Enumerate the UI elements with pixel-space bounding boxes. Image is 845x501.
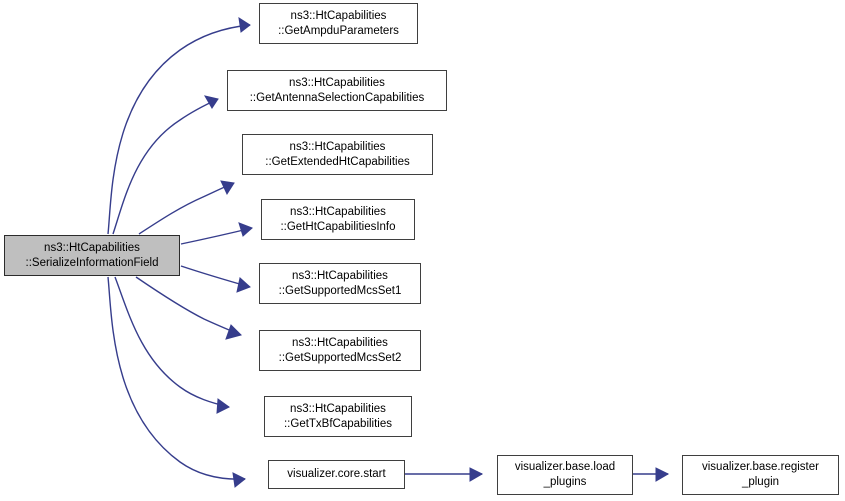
graph-node-corestart[interactable]: visualizer.core.start <box>268 460 405 489</box>
node-label-line2: ::GetSupportedMcsSet1 <box>278 284 402 297</box>
node-label-line2: ::GetHtCapabilitiesInfo <box>280 220 396 233</box>
node-label-line1: ns3::HtCapabilities <box>292 336 388 349</box>
graph-node-loadplugins[interactable]: visualizer.base.load _plugins <box>497 455 633 495</box>
arrowhead-icon <box>232 472 246 488</box>
graph-node-mcs2[interactable]: ns3::HtCapabilities::GetSupportedMcsSet2 <box>259 330 421 371</box>
graph-node-registerplugin[interactable]: visualizer.base.register _plugin <box>682 455 839 495</box>
node-label-line2: ::GetTxBfCapabilities <box>283 417 392 430</box>
node-label-line1: visualizer.core.start <box>287 468 386 480</box>
node-label-line2: _plugin <box>741 476 780 488</box>
arrowhead-icon <box>236 277 251 293</box>
node-label-line1: ns3::HtCapabilities <box>44 241 140 254</box>
graph-node-extended[interactable]: ns3::HtCapabilities::GetExtendedHtCapabi… <box>242 134 433 175</box>
graph-node-mcs1[interactable]: ns3::HtCapabilities::GetSupportedMcsSet1 <box>259 263 421 304</box>
node-label-line1: visualizer.base.load <box>514 461 616 473</box>
call-edge-root-to-antenna <box>112 98 219 235</box>
node-label-line2: ::GetAntennaSelectionCapabilities <box>249 91 425 104</box>
node-label-line1: ns3::HtCapabilities <box>290 9 387 22</box>
arrowhead-icon <box>469 467 484 482</box>
arrowhead-icon <box>203 95 219 109</box>
node-label-line1: visualizer.base.register <box>702 461 819 473</box>
call-edge-root-to-mcs2 <box>135 276 242 336</box>
call-edge-root-to-txbf <box>114 276 230 408</box>
graph-node-txbf[interactable]: ns3::HtCapabilities::GetTxBfCapabilities <box>264 396 412 437</box>
node-label-line2: _plugins <box>543 476 587 488</box>
call-edge-root-to-mcs1 <box>180 265 251 288</box>
node-label-line2: ::SerializeInformationField <box>25 256 159 269</box>
call-edge-root-to-ampdu <box>107 24 251 235</box>
arrowhead-icon <box>238 222 253 237</box>
node-label-line1: ns3::HtCapabilities <box>289 140 386 153</box>
node-label-line1: ns3::HtCapabilities <box>290 402 386 415</box>
call-edge-root-to-info <box>180 227 253 245</box>
node-label-line2: ::GetAmpduParameters <box>278 24 399 37</box>
call-edge-root-to-extended <box>138 182 235 235</box>
node-label-line2: ::GetExtendedHtCapabilities <box>265 155 410 168</box>
node-label-line1: ns3::HtCapabilities <box>292 269 388 282</box>
arrowhead-icon <box>238 16 251 33</box>
graph-node-antenna[interactable]: ns3::HtCapabilities::GetAntennaSelection… <box>227 70 447 111</box>
node-label-line1: ns3::HtCapabilities <box>290 205 386 218</box>
arrowhead-icon <box>225 324 242 340</box>
arrowhead-icon <box>655 467 670 482</box>
graph-node-info[interactable]: ns3::HtCapabilities::GetHtCapabilitiesIn… <box>261 199 415 240</box>
node-label-line2: ::GetSupportedMcsSet2 <box>278 351 402 364</box>
graph-node-root[interactable]: ns3::HtCapabilities::SerializeInformatio… <box>4 235 180 276</box>
arrowhead-icon <box>216 398 230 414</box>
node-label-line1: ns3::HtCapabilities <box>289 76 385 89</box>
call-edge-root-to-corestart <box>107 276 246 480</box>
arrowhead-icon <box>220 180 235 196</box>
graph-node-ampdu[interactable]: ns3::HtCapabilities::GetAmpduParameters <box>259 3 418 44</box>
